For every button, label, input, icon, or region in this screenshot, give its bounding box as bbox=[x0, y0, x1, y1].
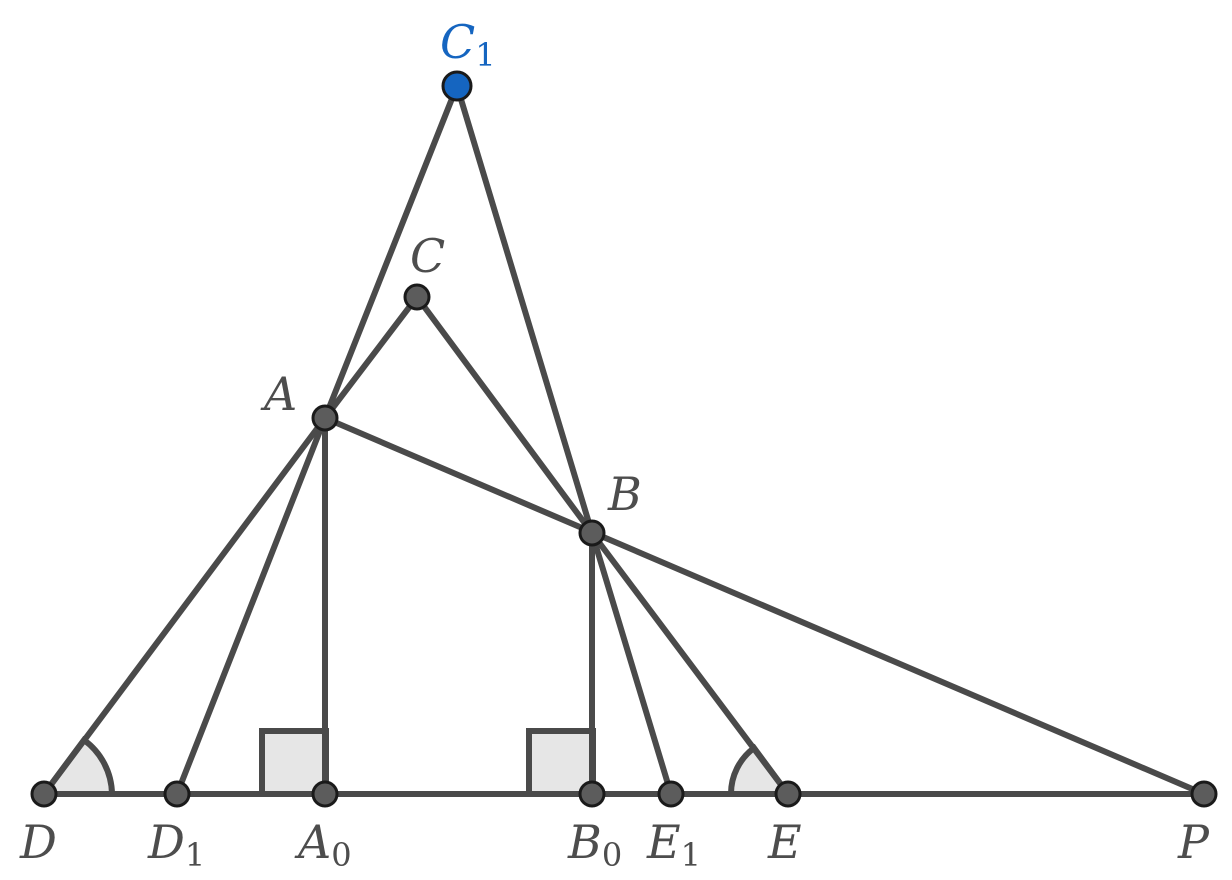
point-e[interactable] bbox=[774, 780, 802, 808]
point-d1[interactable] bbox=[163, 780, 191, 808]
label-a0: A0 bbox=[294, 815, 352, 874]
point-b[interactable] bbox=[578, 519, 606, 547]
segment-c-b bbox=[414, 294, 595, 536]
label-d1: D1 bbox=[147, 815, 205, 874]
label-e1: E1 bbox=[646, 815, 701, 874]
label-b0: B0 bbox=[567, 815, 622, 874]
labels: C1 C A B D D1 A0 B0 E1 E P bbox=[19, 15, 1210, 874]
segment-d1-a bbox=[174, 415, 328, 797]
segments bbox=[41, 83, 1207, 797]
label-e: E bbox=[767, 815, 802, 869]
segment-a-c1 bbox=[322, 83, 460, 421]
point-a[interactable] bbox=[311, 404, 339, 432]
label-c1: C1 bbox=[440, 15, 496, 74]
segment-d-a bbox=[41, 415, 328, 797]
segment-a-c bbox=[322, 294, 420, 421]
segment-b-e1 bbox=[589, 530, 674, 797]
point-c[interactable] bbox=[403, 283, 431, 311]
segment-b-e bbox=[589, 530, 791, 797]
segment-c1-b bbox=[454, 83, 595, 536]
label-a: A bbox=[260, 367, 297, 421]
points bbox=[30, 70, 1218, 808]
point-e1[interactable] bbox=[657, 780, 685, 808]
point-a0[interactable] bbox=[311, 780, 339, 808]
label-b: B bbox=[607, 467, 642, 521]
segment-a-p bbox=[322, 415, 1207, 797]
label-d: D bbox=[19, 815, 57, 869]
point-b0[interactable] bbox=[578, 780, 606, 808]
point-p[interactable] bbox=[1190, 780, 1218, 808]
label-c: C bbox=[410, 229, 445, 283]
point-c1[interactable] bbox=[441, 70, 473, 102]
label-p: P bbox=[1177, 815, 1210, 869]
point-d[interactable] bbox=[30, 780, 58, 808]
